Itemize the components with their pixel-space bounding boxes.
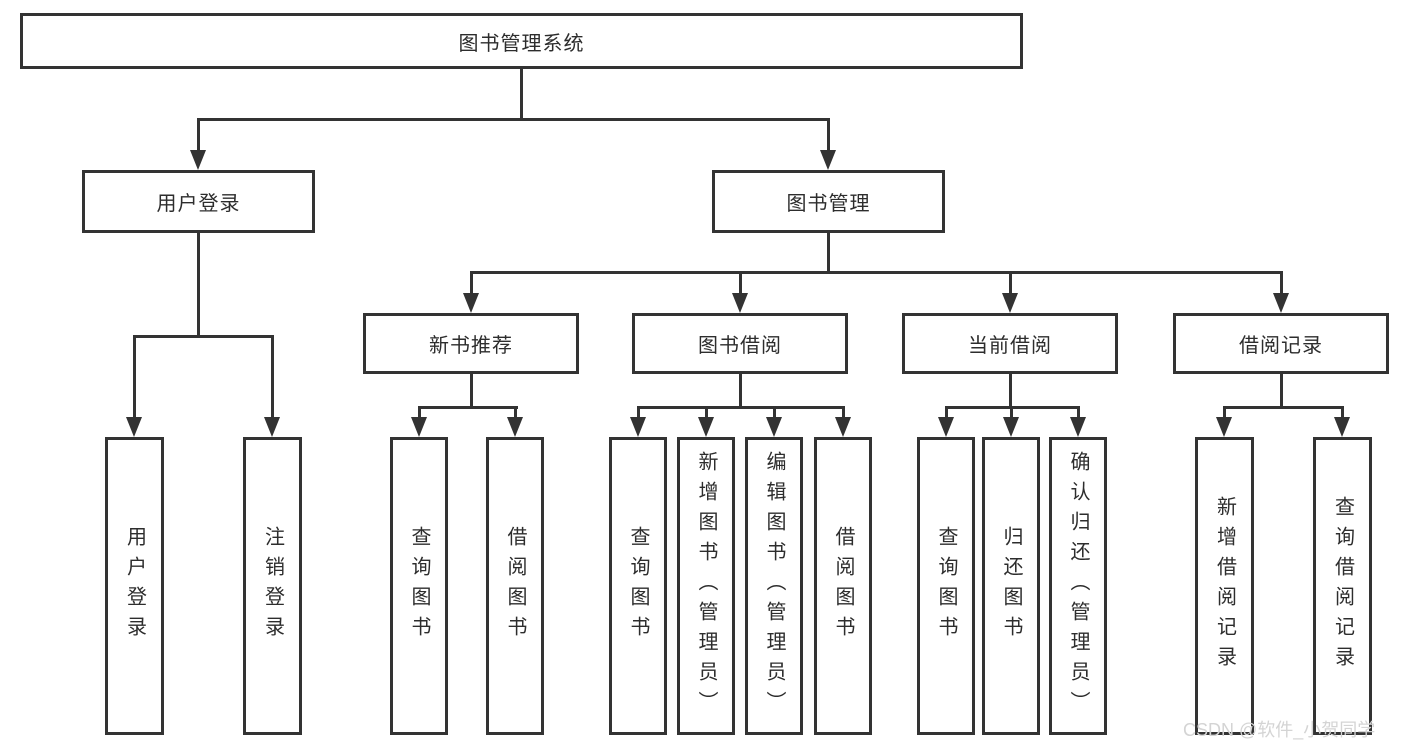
leaf-label: 归还图书: [1000, 526, 1022, 646]
connector-line: [197, 118, 830, 121]
leaf-label: 借阅图书: [504, 526, 526, 646]
leaf-label: 注销登录: [261, 526, 284, 646]
node-user-login-branch: 用户登录: [82, 170, 315, 233]
connector-line: [705, 406, 708, 420]
leaf-add-book-admin: 新增图书（管理员）: [677, 437, 735, 735]
arrow-down-icon: [264, 417, 280, 437]
leaf-confirm-return-admin: 确认归还（管理员）: [1049, 437, 1107, 735]
connector-line: [133, 335, 274, 338]
leaf-label: 新增借阅记录: [1213, 496, 1236, 676]
leaf-label: 确认归还（管理员）: [1067, 451, 1089, 721]
connector-line: [1010, 406, 1013, 420]
connector-line: [470, 374, 473, 409]
arrow-down-icon: [1002, 293, 1018, 313]
connector-line: [1341, 406, 1344, 420]
arrow-down-icon: [698, 417, 714, 437]
connector-line: [1280, 271, 1283, 295]
leaf-logout: 注销登录: [243, 437, 302, 735]
leaf-user-login: 用户登录: [105, 437, 164, 735]
node-new-book-recommend: 新书推荐: [363, 313, 579, 374]
connector-line: [739, 271, 742, 295]
arrow-down-icon: [766, 417, 782, 437]
arrow-down-icon: [630, 417, 646, 437]
leaf-label: 用户登录: [123, 526, 146, 646]
leaf-return-book: 归还图书: [982, 437, 1040, 735]
connector-line: [197, 233, 200, 335]
arrow-down-icon: [190, 150, 206, 170]
arrow-down-icon: [1070, 417, 1086, 437]
connector-line: [842, 406, 845, 420]
connector-line: [271, 335, 274, 419]
connector-line: [514, 406, 517, 420]
leaf-borrow-books-2: 借阅图书: [814, 437, 872, 735]
csdn-watermark: CSDN @软件_小贺同学: [1183, 720, 1376, 740]
arrow-down-icon: [1334, 417, 1350, 437]
connector-line: [520, 69, 523, 118]
arrow-down-icon: [732, 293, 748, 313]
leaf-label: 借阅图书: [832, 526, 854, 646]
connector-line: [470, 271, 1283, 274]
connector-line: [827, 118, 830, 152]
connector-line: [1223, 406, 1226, 420]
leaf-edit-book-admin: 编辑图书（管理员）: [745, 437, 803, 735]
connector-line: [1009, 271, 1012, 295]
connector-line: [197, 118, 200, 152]
arrow-down-icon: [835, 417, 851, 437]
connector-line: [773, 406, 776, 420]
node-current-borrow: 当前借阅: [902, 313, 1118, 374]
connector-line: [637, 406, 845, 409]
arrow-down-icon: [411, 417, 427, 437]
arrow-down-icon: [507, 417, 523, 437]
connector-line: [1077, 406, 1080, 420]
leaf-label: 编辑图书（管理员）: [763, 451, 785, 721]
node-root: 图书管理系统: [20, 13, 1023, 69]
arrow-down-icon: [820, 150, 836, 170]
connector-line: [1223, 406, 1344, 409]
leaf-query-borrow-record: 查询借阅记录: [1313, 437, 1372, 735]
leaf-query-books-2: 查询图书: [609, 437, 667, 735]
leaf-label: 查询图书: [408, 526, 430, 646]
connector-line: [1009, 374, 1012, 409]
connector-line: [827, 233, 830, 271]
connector-line: [739, 374, 742, 409]
arrow-down-icon: [1003, 417, 1019, 437]
arrow-down-icon: [938, 417, 954, 437]
connector-line: [637, 406, 640, 420]
arrow-down-icon: [1216, 417, 1232, 437]
leaf-query-books-1: 查询图书: [390, 437, 448, 735]
leaf-label: 查询借阅记录: [1331, 496, 1354, 676]
node-borrow-records: 借阅记录: [1173, 313, 1389, 374]
leaf-label: 新增图书（管理员）: [695, 451, 717, 721]
connector-line: [418, 406, 421, 420]
connector-line: [945, 406, 948, 420]
connector-line: [133, 335, 136, 419]
connector-line: [418, 406, 518, 409]
leaf-add-borrow-record: 新增借阅记录: [1195, 437, 1254, 735]
node-book-borrow: 图书借阅: [632, 313, 848, 374]
node-book-management-branch: 图书管理: [712, 170, 945, 233]
connector-line: [470, 271, 473, 295]
leaf-query-books-3: 查询图书: [917, 437, 975, 735]
leaf-borrow-books-1: 借阅图书: [486, 437, 544, 735]
leaf-label: 查询图书: [627, 526, 649, 646]
arrow-down-icon: [126, 417, 142, 437]
connector-line: [1280, 374, 1283, 409]
arrow-down-icon: [1273, 293, 1289, 313]
leaf-label: 查询图书: [935, 526, 957, 646]
arrow-down-icon: [463, 293, 479, 313]
